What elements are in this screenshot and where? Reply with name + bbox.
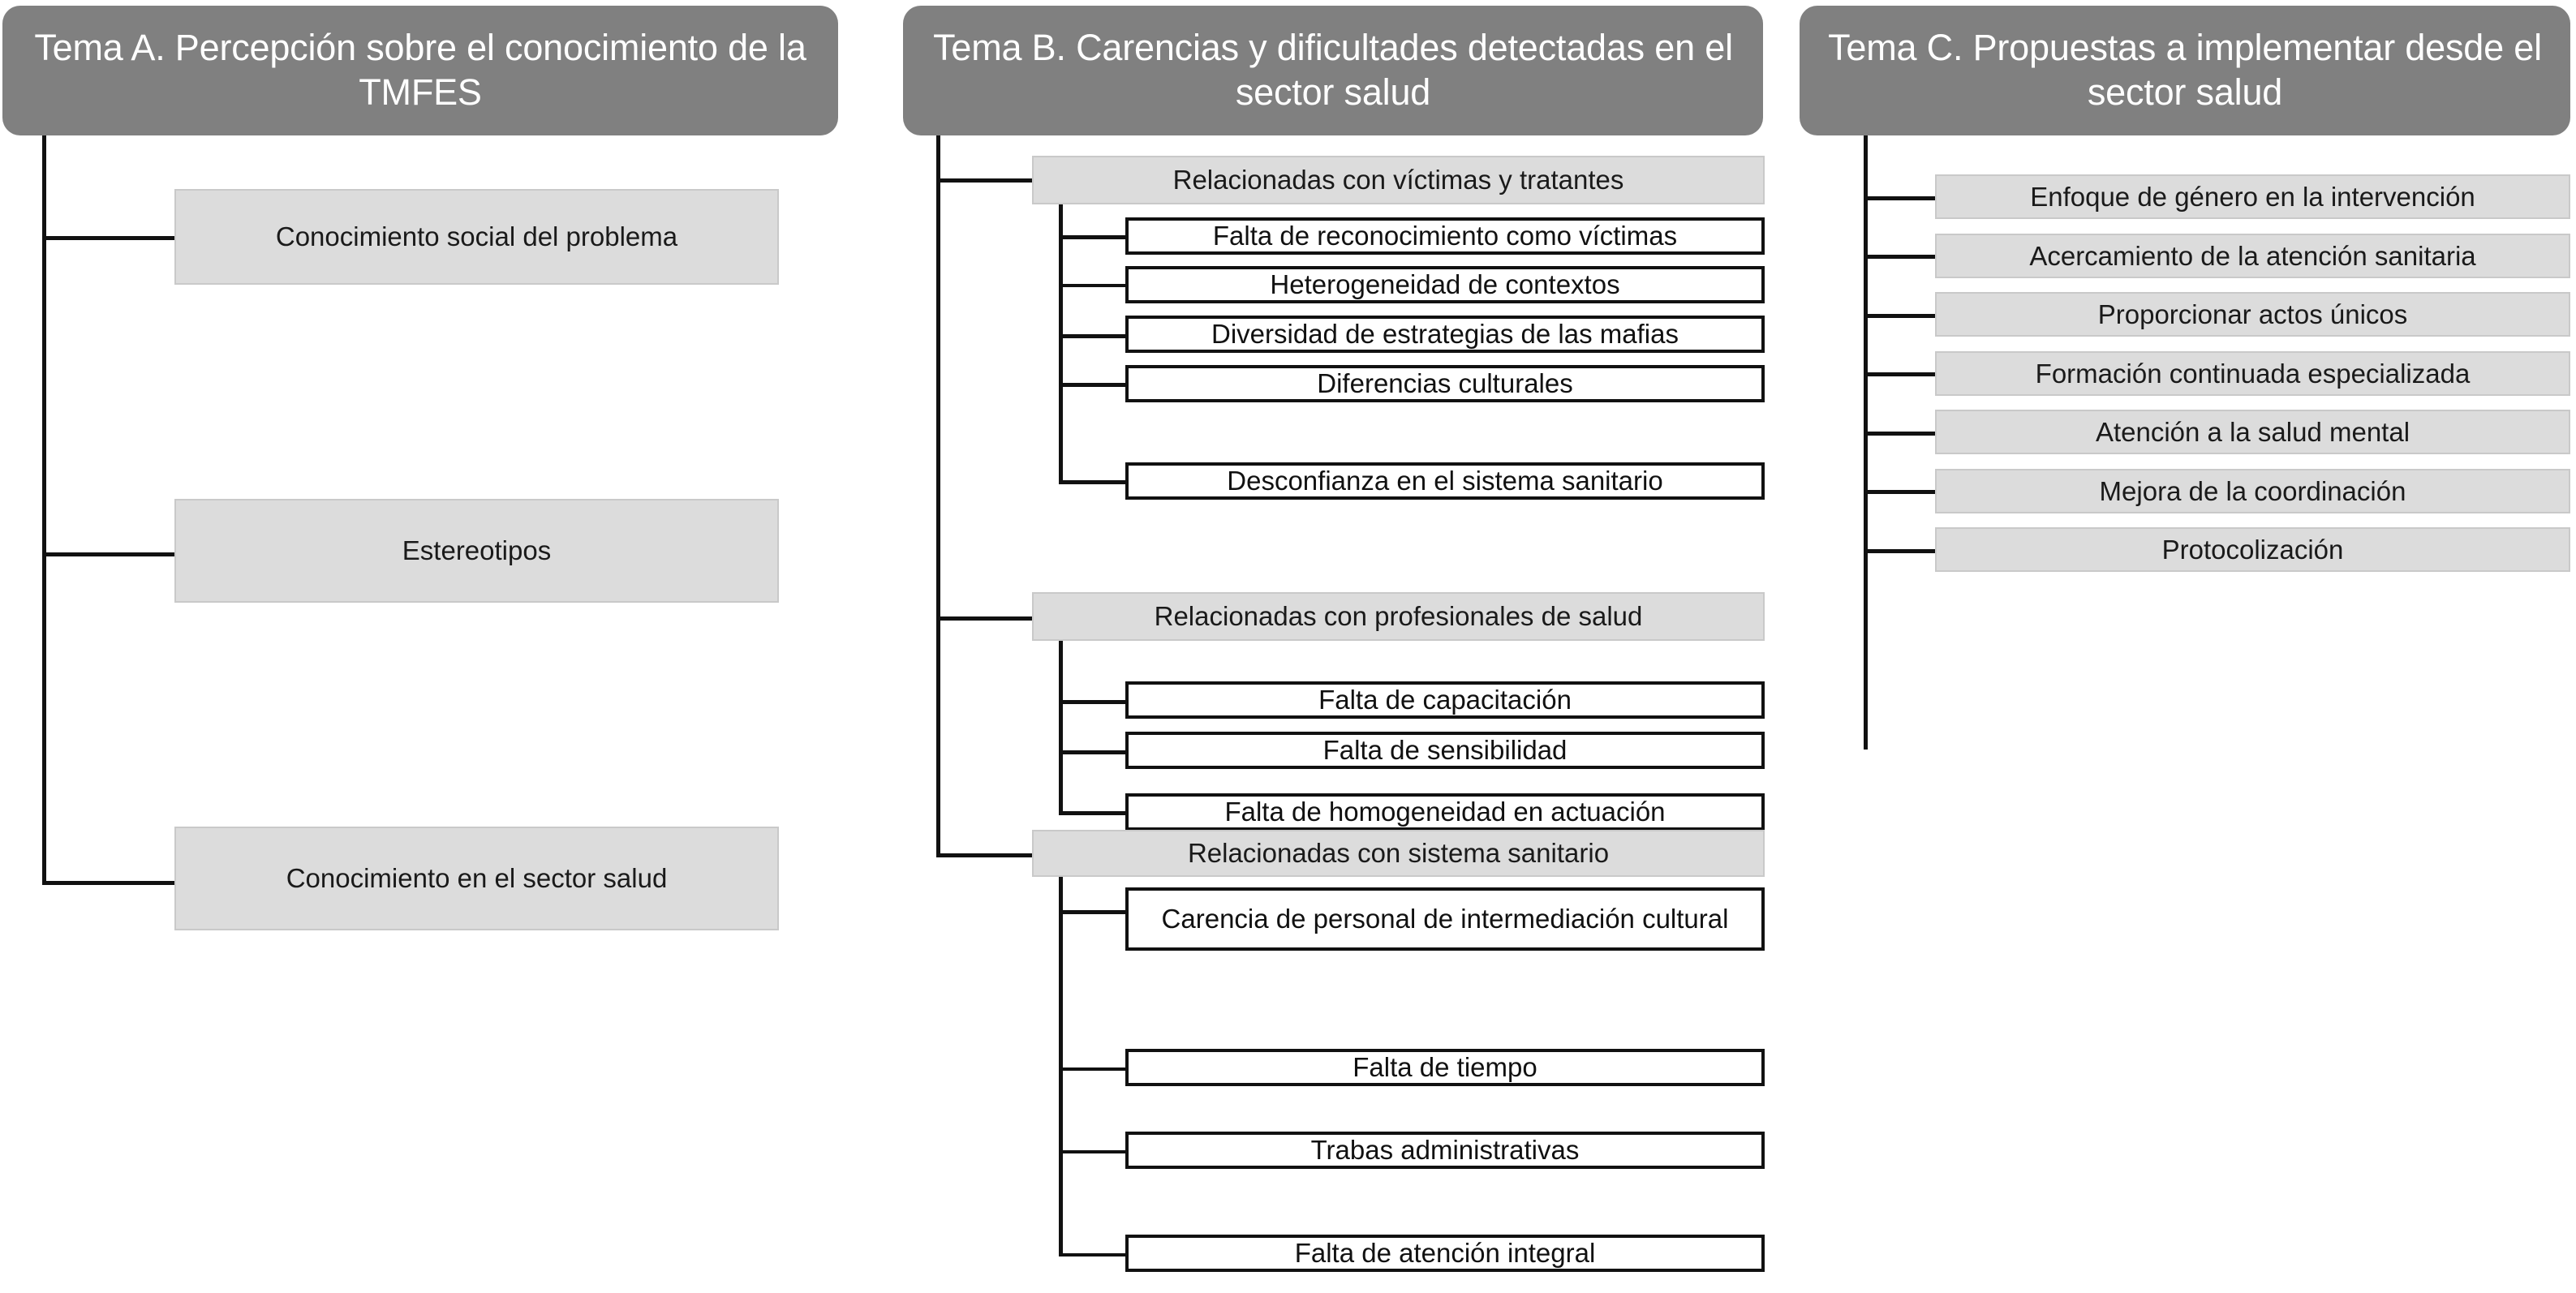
connector-branch-b-group-3 [936,853,1035,857]
connector-trunk-b [936,135,940,857]
connector-leaf-b-2-1 [1059,700,1128,704]
connector-leaf-b-1-4 [1059,383,1128,387]
item-a-2[interactable]: Estereotipos [174,499,779,603]
connector-leaf-b-3-3 [1059,1150,1128,1153]
connector-branch-c-5 [1864,432,1938,436]
connector-leaf-b-2-3 [1059,811,1128,815]
connector-branch-c-1 [1864,196,1938,200]
theme-header-a: Tema A. Percepción sobre el conocimiento… [2,6,838,135]
connector-subtrunk-b-1 [1059,204,1063,484]
connector-leaf-b-3-2 [1059,1067,1128,1071]
connector-branch-c-7 [1864,549,1938,553]
connector-branch-b-group-1 [936,178,1035,183]
leaf-b-2-1[interactable]: Falta de capacitación [1125,681,1765,719]
connector-subtrunk-b-3 [1059,877,1063,1256]
group-b-2[interactable]: Relacionadas con profesionales de salud [1032,592,1765,641]
connector-leaf-b-2-2 [1059,750,1128,754]
connector-branch-c-2 [1864,255,1938,259]
connector-branch-b-group-2 [936,616,1035,621]
connector-trunk-c [1864,135,1868,750]
leaf-b-1-5[interactable]: Desconfianza en el sistema sanitario [1125,462,1765,500]
leaf-b-3-3[interactable]: Trabas administrativas [1125,1132,1765,1169]
leaf-b-3-4[interactable]: Falta de atención integral [1125,1235,1765,1272]
item-a-3[interactable]: Conocimiento en el sector salud [174,827,779,930]
connector-leaf-b-1-3 [1059,334,1128,338]
theme-header-c: Tema C. Propuestas a implementar desde e… [1800,6,2570,135]
group-b-3[interactable]: Relacionadas con sistema sanitario [1032,830,1765,877]
connector-branch-c-6 [1864,490,1938,494]
item-c-6[interactable]: Mejora de la coordinación [1935,469,2570,513]
connector-branch-c-3 [1864,314,1938,318]
theme-header-b: Tema B. Carencias y dificultades detecta… [903,6,1763,135]
item-c-3[interactable]: Proporcionar actos únicos [1935,292,2570,337]
item-c-4[interactable]: Formación continuada especializada [1935,351,2570,396]
connector-leaf-b-1-1 [1059,235,1128,239]
connector-leaf-b-1-2 [1059,284,1128,287]
leaf-b-1-1[interactable]: Falta de reconocimiento como víctimas [1125,217,1765,255]
item-c-1[interactable]: Enfoque de género en la intervención [1935,174,2570,219]
leaf-b-1-2[interactable]: Heterogeneidad de contextos [1125,266,1765,303]
group-b-1[interactable]: Relacionadas con víctimas y tratantes [1032,156,1765,204]
connector-branch-a-2 [42,552,174,556]
connector-branch-a-3 [42,881,174,885]
item-c-5[interactable]: Atención a la salud mental [1935,410,2570,454]
leaf-b-1-4[interactable]: Diferencias culturales [1125,365,1765,402]
connector-leaf-b-1-5 [1059,480,1128,484]
leaf-b-2-3[interactable]: Falta de homogeneidad en actuación [1125,793,1765,831]
connector-trunk-a [42,135,46,884]
leaf-b-1-3[interactable]: Diversidad de estrategias de las mafias [1125,316,1765,353]
leaf-b-2-2[interactable]: Falta de sensibilidad [1125,732,1765,769]
leaf-b-3-2[interactable]: Falta de tiempo [1125,1049,1765,1086]
connector-subtrunk-b-2 [1059,641,1063,815]
connector-branch-c-4 [1864,372,1938,376]
connector-leaf-b-3-1 [1059,910,1128,914]
leaf-b-3-1[interactable]: Carencia de personal de intermediación c… [1125,887,1765,951]
connector-leaf-b-3-4 [1059,1253,1128,1256]
connector-branch-a-1 [42,236,174,240]
item-c-2[interactable]: Acercamiento de la atención sanitaria [1935,234,2570,278]
item-a-1[interactable]: Conocimiento social del problema [174,189,779,285]
item-c-7[interactable]: Protocolización [1935,527,2570,572]
